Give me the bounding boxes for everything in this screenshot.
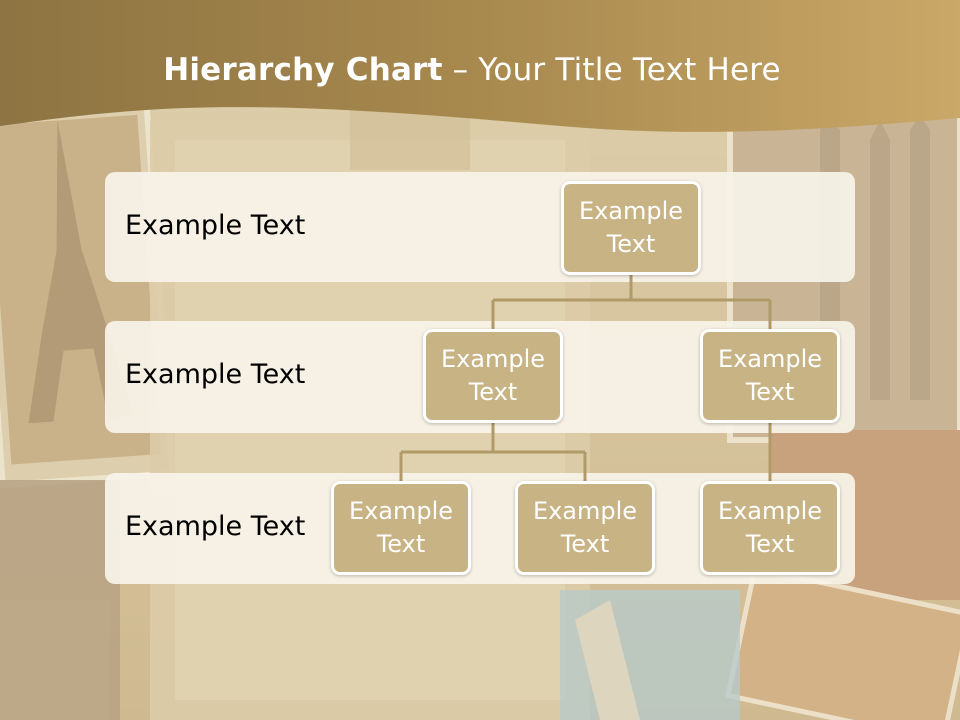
level-label-1: Example Text [125,210,306,241]
node-leaf-3[interactable]: Example Text [700,481,840,575]
node-mid-left[interactable]: Example Text [423,329,563,423]
node-leaf-1[interactable]: Example Text [331,481,471,575]
node-mid-left-line1: Example [440,345,546,373]
node-mid-right-line1: Example [717,345,823,373]
node-root[interactable]: Example Text [561,181,701,275]
node-root-line1: Example [578,197,684,225]
level-label-3: Example Text [125,511,306,542]
title-rest-part: – Your Title Text Here [442,52,781,88]
node-leaf-2-line1: Example [532,497,638,525]
node-mid-right[interactable]: Example Text [700,329,840,423]
node-leaf-3-line1: Example [717,497,823,525]
node-leaf-1-line2: Text [376,530,426,558]
slide-title: Hierarchy Chart – Your Title Text Here [0,52,944,88]
node-leaf-1-line1: Example [348,497,454,525]
connector-root-to-mid [491,274,772,330]
level-label-2: Example Text [125,359,306,390]
node-leaf-3-line2: Text [745,530,795,558]
node-mid-right-line2: Text [745,378,795,406]
node-leaf-2[interactable]: Example Text [515,481,655,575]
connector-midleft-to-leaves [399,422,587,482]
level-band-1: Example Text [105,172,855,282]
node-root-line2: Text [606,230,656,258]
title-banner [0,0,960,132]
title-bold-part: Hierarchy Chart [163,52,443,88]
node-leaf-2-line2: Text [560,530,610,558]
node-mid-left-line2: Text [468,378,518,406]
